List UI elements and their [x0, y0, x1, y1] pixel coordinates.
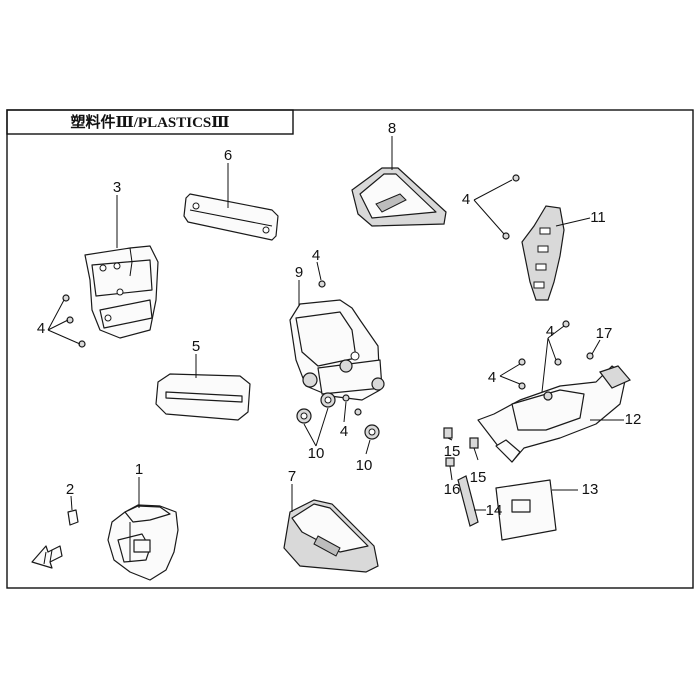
screw-group-9 [318, 280, 326, 288]
part-2-clip [67, 509, 79, 526]
callout-15-right: 15 [470, 469, 487, 486]
callout-8: 8 [388, 120, 396, 137]
callout-4-center-bottom: 4 [340, 423, 348, 440]
callout-13: 13 [582, 481, 599, 498]
part-6-bar [183, 193, 279, 241]
callout-14: 14 [486, 502, 503, 519]
callout-17: 17 [596, 325, 613, 342]
callout-1: 1 [135, 461, 143, 478]
part-1-cover [107, 504, 179, 581]
title-box [6, 109, 294, 135]
part-13-panel [495, 479, 557, 541]
callout-10-right: 10 [356, 457, 373, 474]
callout-2: 2 [66, 481, 74, 498]
callout-4-mid-right: 4 [546, 323, 554, 340]
part-11-bracket [521, 205, 565, 301]
front-direction-arrow-icon [31, 545, 63, 569]
callout-16: 16 [444, 481, 461, 498]
part-9-bracket [289, 299, 385, 401]
callout-10-left: 10 [308, 445, 325, 462]
callout-11: 11 [590, 209, 606, 226]
screw-group-12 [518, 320, 570, 390]
part-16-nut [445, 457, 455, 467]
callout-3: 3 [113, 179, 121, 196]
callout-15-left: 15 [444, 443, 461, 460]
callout-4-upper-right: 4 [462, 191, 470, 208]
part-14-sheet [457, 475, 479, 527]
part-17-bolt [586, 352, 594, 360]
part-3-bracket [84, 245, 159, 339]
callout-4-center-top: 4 [312, 247, 320, 264]
callout-9: 9 [295, 264, 303, 281]
screw-group-11 [502, 174, 520, 240]
grommet-group-10 [296, 392, 380, 440]
diagram-frame [6, 109, 694, 589]
part-12-housing [477, 365, 631, 463]
part-5-cover [155, 373, 251, 421]
part-7-cover [283, 499, 379, 573]
part-8-cover [351, 167, 447, 227]
callout-4-left: 4 [37, 320, 45, 337]
callout-6: 6 [224, 147, 232, 164]
callout-4-lower-right: 4 [488, 369, 496, 386]
callout-5: 5 [192, 338, 200, 355]
callout-7: 7 [288, 468, 296, 485]
page-title: 塑料件Ⅲ/PLASTICSⅢ [70, 113, 229, 131]
callout-12: 12 [625, 411, 642, 428]
